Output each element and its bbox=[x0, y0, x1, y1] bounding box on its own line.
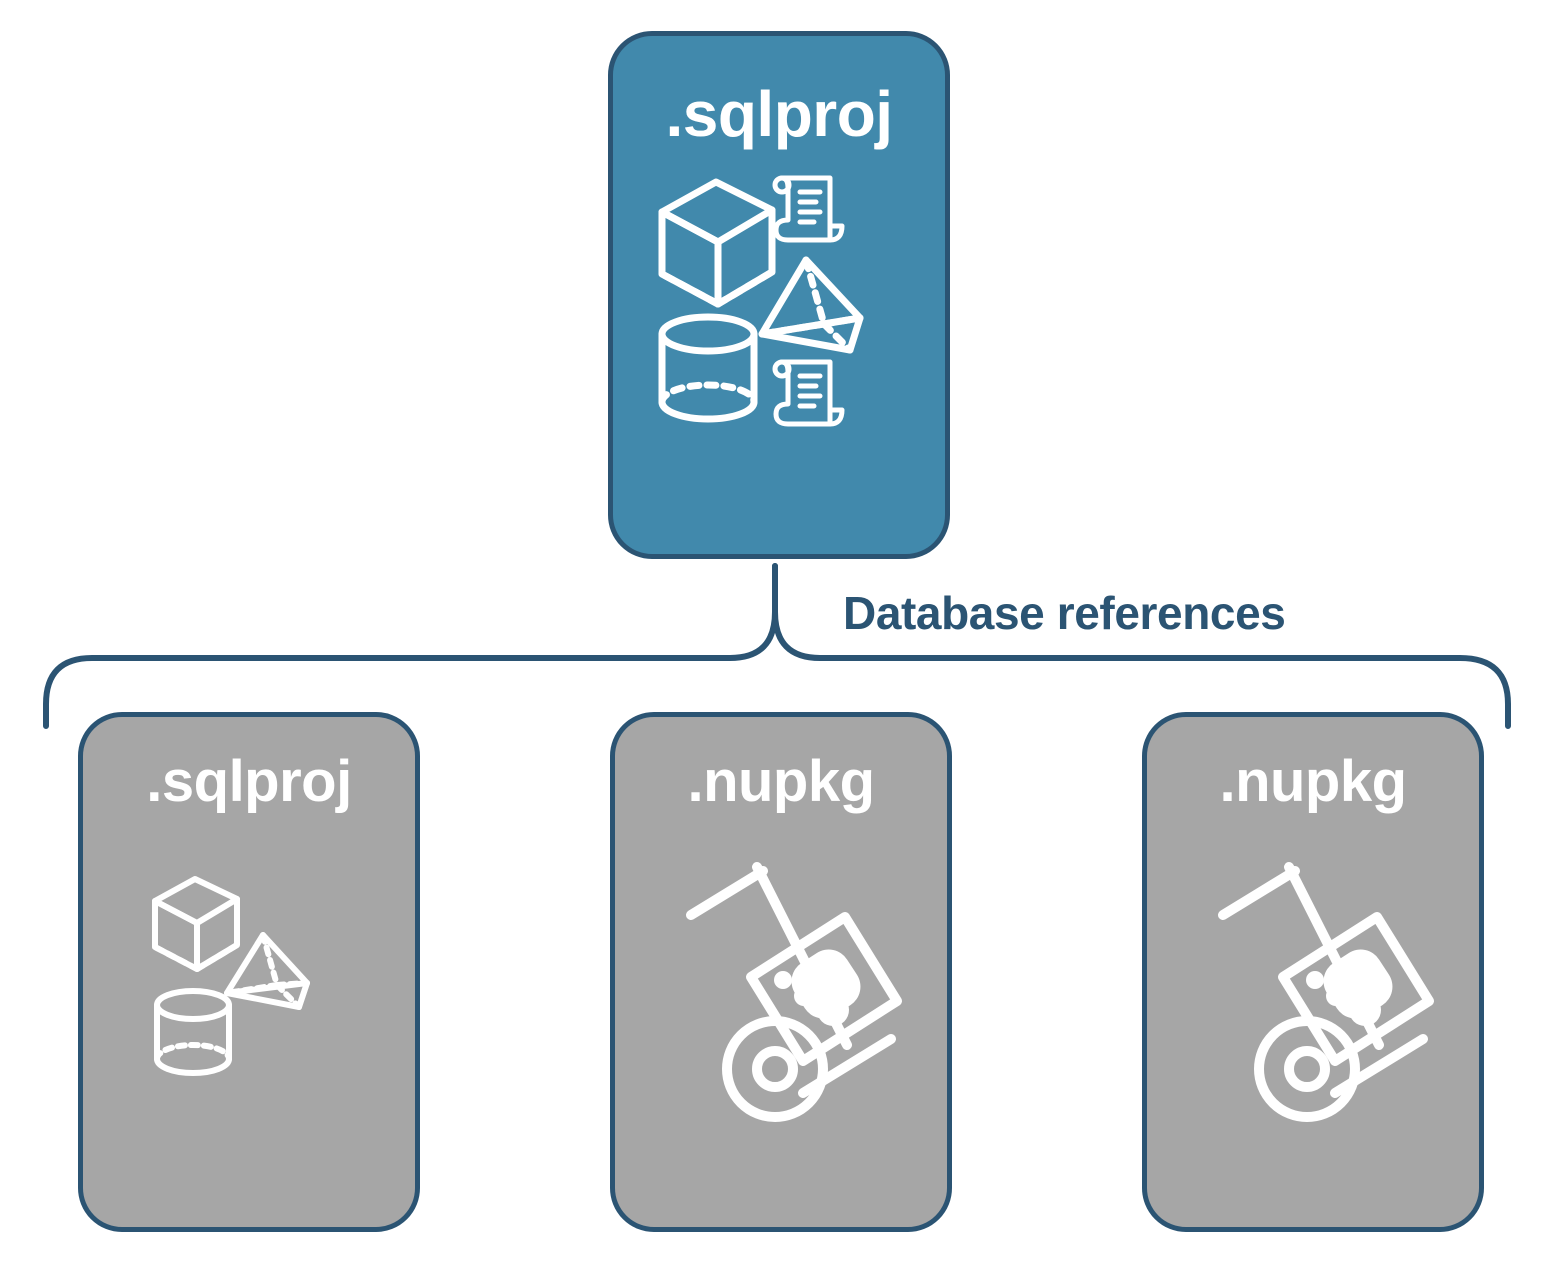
cylinder-icon bbox=[154, 988, 232, 1076]
child-card-artwork bbox=[1147, 811, 1479, 1227]
child-card-label: .nupkg bbox=[1219, 749, 1407, 814]
child-card-nupkg-2[interactable]: .nupkg bbox=[1142, 712, 1484, 1232]
cylinder-icon bbox=[658, 313, 758, 423]
cube-icon bbox=[152, 876, 240, 972]
child-card-nupkg-1[interactable]: .nupkg bbox=[610, 712, 952, 1232]
parent-card-sqlproj[interactable]: .sqlproj bbox=[608, 31, 950, 559]
sqlproj-objects-icon-group bbox=[152, 876, 310, 1076]
pyramid-icon bbox=[224, 932, 310, 1010]
scroll-icon bbox=[772, 175, 845, 243]
child-card-label: .sqlproj bbox=[146, 749, 352, 814]
parent-card-artwork bbox=[613, 146, 945, 554]
hand-truck-package-icon bbox=[1218, 862, 1434, 1122]
child-card-label: .nupkg bbox=[687, 749, 875, 814]
sqlproj-objects-icon-group bbox=[658, 175, 864, 427]
package-dots-icon bbox=[1306, 949, 1393, 1026]
connector-label: Database references bbox=[843, 587, 1286, 639]
child-card-artwork bbox=[615, 811, 947, 1227]
parent-card-label: .sqlproj bbox=[665, 78, 893, 150]
child-card-artwork bbox=[83, 811, 415, 1227]
scroll-icon bbox=[772, 359, 845, 427]
hand-truck-package-icon bbox=[686, 862, 902, 1122]
cube-icon bbox=[658, 178, 776, 308]
package-dots-icon bbox=[774, 949, 861, 1026]
child-card-sqlproj[interactable]: .sqlproj bbox=[78, 712, 420, 1232]
pyramid-icon bbox=[758, 256, 864, 354]
